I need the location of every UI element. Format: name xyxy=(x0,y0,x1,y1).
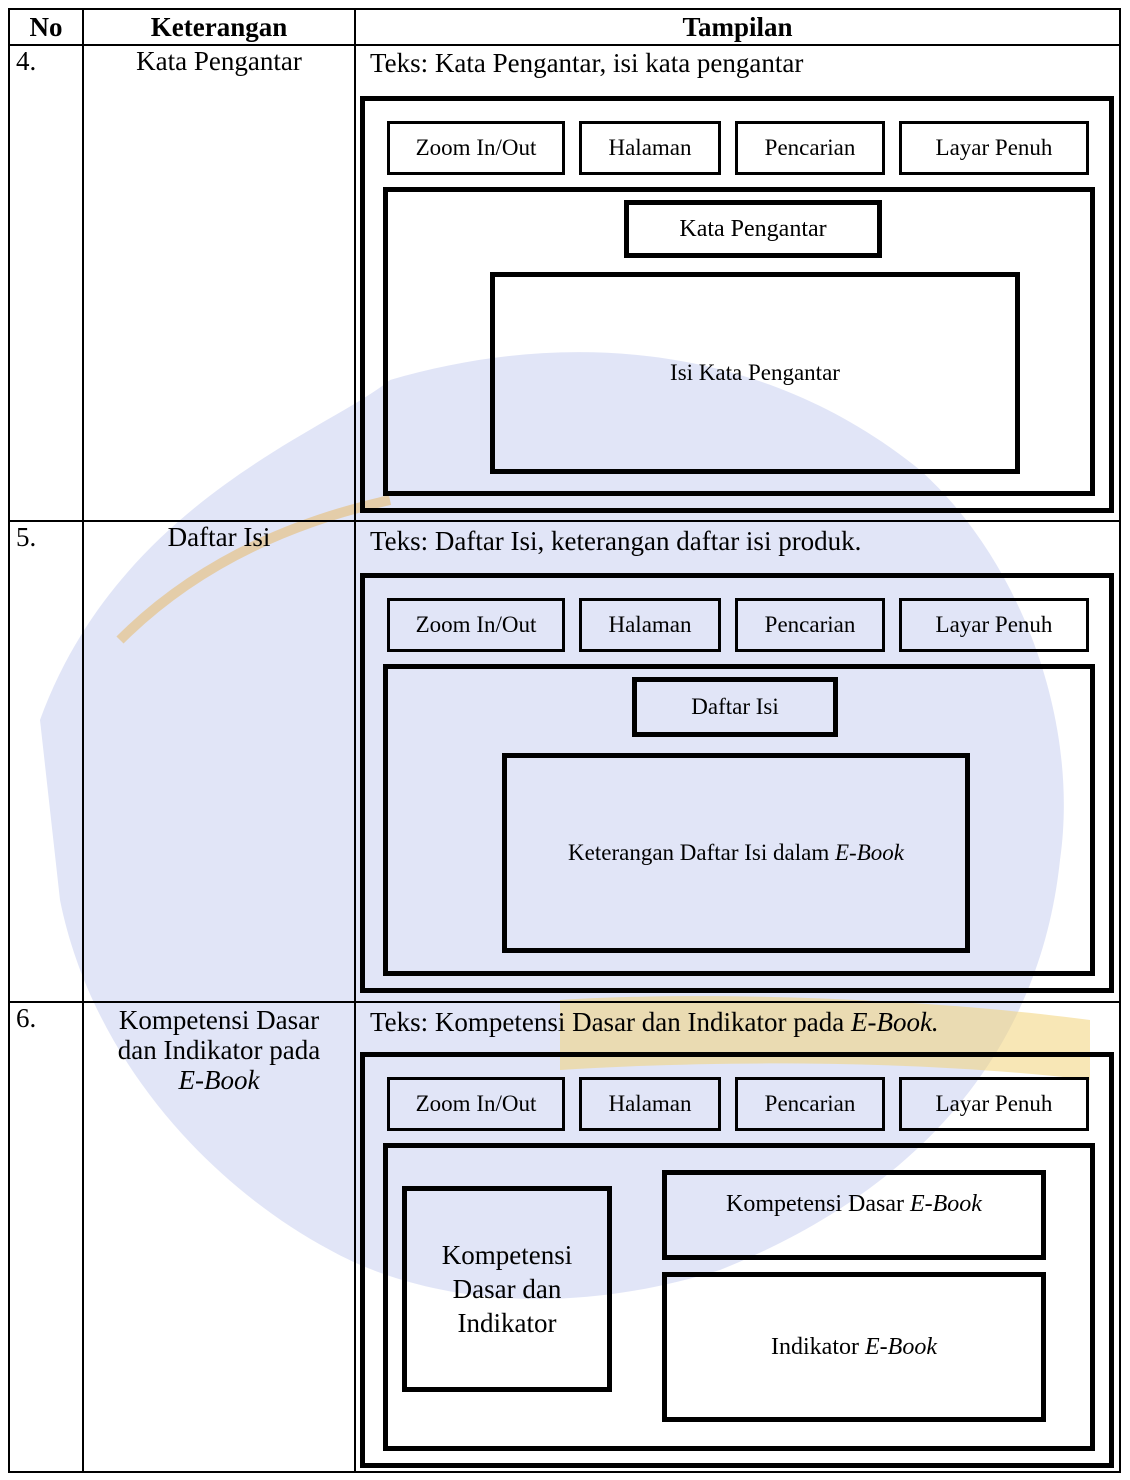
ind-box-italic: E-Book xyxy=(865,1333,937,1360)
kompetensi-dasar-ebook-box: Kompetensi Dasar E-Book xyxy=(662,1170,1046,1260)
header-tampilan: Tampilan xyxy=(356,10,1121,46)
row-6-number: 6. xyxy=(10,1003,84,1473)
row-6-tampilan: Teks: Kompetensi Dasar dan Indikator pad… xyxy=(356,1003,1121,1473)
storyboard-table: No Keterangan Tampilan 4. Kata Pengantar… xyxy=(8,8,1121,1473)
halaman-button[interactable]: Halaman xyxy=(579,121,721,175)
row-5-mockup-frame: Zoom In/Out Halaman Pencarian Layar Penu… xyxy=(360,573,1114,993)
row-6-keterangan-italic: E-Book xyxy=(178,1065,260,1095)
left-box-line2: Dasar dan xyxy=(452,1274,562,1304)
halaman-button[interactable]: Halaman xyxy=(579,598,721,652)
ebook-italic: E-Book xyxy=(834,840,904,865)
zoom-button[interactable]: Zoom In/Out xyxy=(387,598,565,652)
row-6-content-area: Kompetensi Dasar dan Indikator Kompetens… xyxy=(383,1143,1095,1451)
row-5-content-area: Daftar Isi Keterangan Daftar Isi dalam E… xyxy=(383,664,1095,976)
row-4-mockup-frame: Zoom In/Out Halaman Pencarian Layar Penu… xyxy=(360,96,1114,513)
row-5-teks: Teks: Daftar Isi, keterangan daftar isi … xyxy=(370,526,862,556)
row-4-tampilan: Teks: Kata Pengantar, isi kata pengantar… xyxy=(356,46,1121,522)
indikator-ebook-box: Indikator E-Book xyxy=(662,1272,1046,1422)
kd-box-italic: E-Book xyxy=(909,1191,982,1217)
row-5-number: 5. xyxy=(10,522,84,1003)
isi-kata-pengantar-box: Isi Kata Pengantar xyxy=(490,272,1020,474)
row-4-number: 4. xyxy=(10,46,84,522)
kd-box-text: Kompetensi Dasar xyxy=(726,1191,910,1217)
row-6-teks-text: Teks: Kompetensi Dasar dan Indikator pad… xyxy=(370,1007,851,1037)
ind-box-text: Indikator xyxy=(771,1333,865,1360)
pencarian-button[interactable]: Pencarian xyxy=(735,1077,885,1131)
keterangan-daftar-isi-text: Keterangan Daftar Isi dalam xyxy=(568,840,835,865)
header-keterangan: Keterangan xyxy=(84,10,356,46)
left-box-line1: Kompetensi xyxy=(441,1240,573,1270)
pencarian-button[interactable]: Pencarian xyxy=(735,121,885,175)
zoom-button[interactable]: Zoom In/Out xyxy=(387,121,565,175)
header-no: No xyxy=(10,10,84,46)
kata-pengantar-title-box: Kata Pengantar xyxy=(624,200,882,258)
pencarian-button[interactable]: Pencarian xyxy=(735,598,885,652)
row-4-teks: Teks: Kata Pengantar, isi kata pengantar xyxy=(370,48,804,78)
row-6-mockup-frame: Zoom In/Out Halaman Pencarian Layar Penu… xyxy=(360,1052,1114,1468)
daftar-isi-title-box: Daftar Isi xyxy=(632,677,838,737)
row-6-keterangan: Kompetensi Dasar dan Indikator pada E-Bo… xyxy=(84,1003,356,1473)
layar-penuh-button[interactable]: Layar Penuh xyxy=(899,598,1089,652)
layar-penuh-button[interactable]: Layar Penuh xyxy=(899,1077,1089,1131)
row-5-keterangan: Daftar Isi xyxy=(84,522,356,1003)
row-6-teks-italic: E-Book. xyxy=(850,1007,939,1037)
keterangan-daftar-isi-box: Keterangan Daftar Isi dalam E-Book xyxy=(502,753,970,953)
row-6-keterangan-line2: dan Indikator pada xyxy=(117,1035,321,1065)
halaman-button[interactable]: Halaman xyxy=(579,1077,721,1131)
kompetensi-dasar-indikator-box: Kompetensi Dasar dan Indikator xyxy=(402,1186,612,1392)
row-4-keterangan: Kata Pengantar xyxy=(84,46,356,522)
zoom-button[interactable]: Zoom In/Out xyxy=(387,1077,565,1131)
row-4-content-area: Kata Pengantar Isi Kata Pengantar xyxy=(383,187,1095,496)
left-box-line3: Indikator xyxy=(457,1308,557,1338)
row-6-teks: Teks: Kompetensi Dasar dan Indikator pad… xyxy=(370,1007,939,1037)
layar-penuh-button[interactable]: Layar Penuh xyxy=(899,121,1089,175)
row-6-keterangan-line1: Kompetensi Dasar xyxy=(118,1005,320,1035)
row-5-tampilan: Teks: Daftar Isi, keterangan daftar isi … xyxy=(356,522,1121,1003)
